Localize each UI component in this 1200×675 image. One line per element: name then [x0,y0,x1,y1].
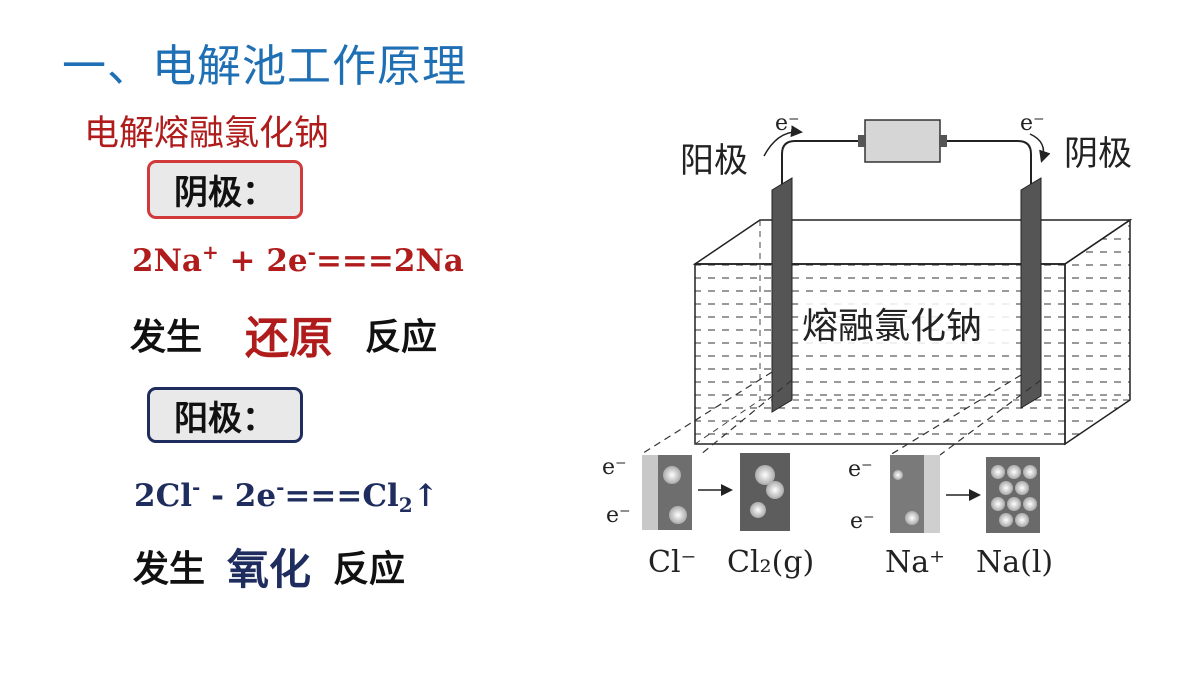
anode-electrode-label: 阳极 [680,141,748,181]
eq2-electron-charge: - [276,475,285,499]
cl2-panel [740,453,790,531]
anode-reaction-keyword: 氧化 [227,545,312,594]
wire-left [781,140,858,188]
species-na-ion: Na⁺ [885,545,945,580]
cathode-equation: 2Na+ + 2e-===2Na [132,240,464,279]
anode-equation: 2Cl- - 2e-===Cl2↑ [134,475,439,517]
eq1-product: ===2Na [315,243,464,279]
cl-ion-panel [642,455,692,530]
species-na-liquid: Na(l) [976,545,1053,580]
wire-right [947,140,1032,188]
gas-arrow-icon: ↑ [412,478,439,514]
anode-reaction-pre: 发生 [133,549,206,590]
cathode-electrode [1020,177,1042,409]
electron-label-right: e⁻ [1020,111,1045,136]
species-cl-ion: Cl⁻ [648,545,696,580]
power-source [858,119,947,163]
panel-electron-1: e⁻ [602,455,627,480]
species-cl2: Cl₂(g) [727,545,814,580]
melt-label: 熔融氯化钠 [802,306,982,347]
electrolysis-tank [692,218,1133,446]
cathode-label: 阴极： [174,173,276,213]
cathode-reaction-post: 反应 [365,317,438,358]
panel-electron-3: e⁻ [848,457,873,482]
eq1-electrons: + 2e [218,243,308,279]
cathode-label-box: 阴极： [147,160,303,219]
eq1-reactant: 2Na [132,243,202,279]
subtitle: 电解熔融氯化钠 [84,114,330,154]
na-liquid-panel [986,457,1040,533]
eq2-electrons: - 2e [200,478,277,514]
anode-label-box: 阳极： [147,387,303,443]
eq2-product: ===Cl [284,478,399,514]
page-title: 一、电解池工作原理 [62,41,467,92]
eq2-charge: - [192,475,201,499]
electron-label-left: e⁻ [775,111,800,136]
electrolysis-cell-diagram: e⁻ e⁻ 阳极 阴极 熔融氯化钠 [602,111,1133,580]
panel-electron-2: e⁻ [606,503,631,528]
electron-arrow-right-icon [1029,133,1051,163]
eq1-charge: + [202,240,219,264]
cathode-reaction-pre: 发生 [130,317,203,358]
eq2-reactant: 2Cl [134,478,193,514]
cathode-electrode-label: 阴极 [1064,134,1132,174]
anode-label: 阳极： [174,398,276,439]
eq2-subscript: 2 [398,493,413,517]
eq1-electron-charge: - [307,240,316,264]
cathode-reaction-keyword: 还原 [245,313,333,364]
anode-reaction-post: 反应 [333,549,406,590]
panel-electron-4: e⁻ [850,509,875,534]
electron-arrow-left-icon [763,125,803,157]
anode-electrode [771,177,793,413]
na-ion-panel [890,455,940,533]
